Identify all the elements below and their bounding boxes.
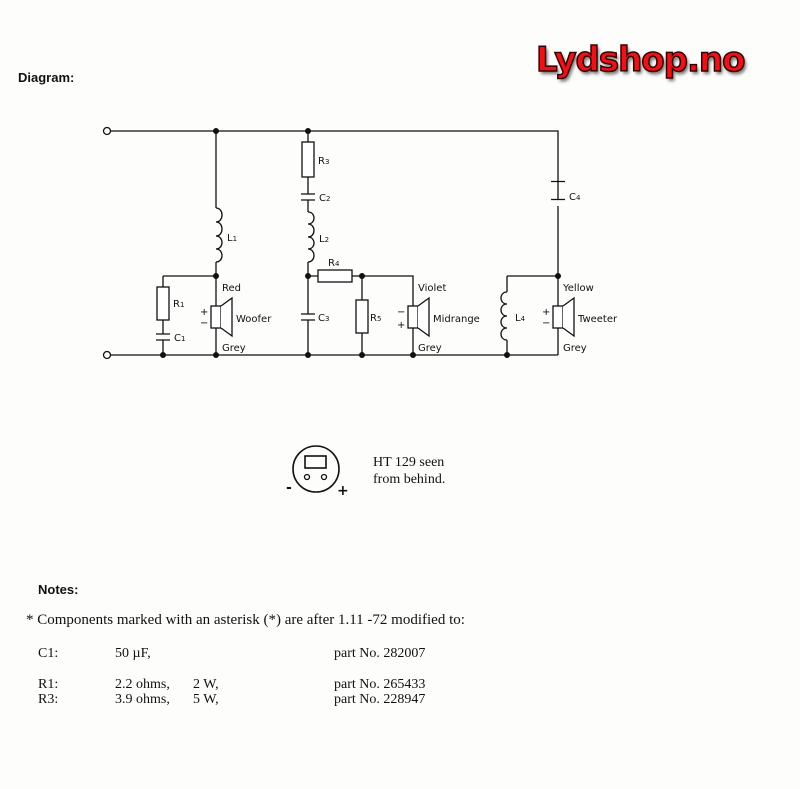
note-ref: R1:: [38, 677, 59, 692]
label-r4: R4: [328, 258, 340, 269]
note-power: 2 W,: [193, 677, 219, 692]
tweeter-bottom-polarity: −: [542, 318, 550, 329]
woofer-speaker-icon: [210, 305, 222, 329]
capacitor-c2: [301, 193, 315, 201]
notes-intro: * Components marked with an asterisk (*)…: [26, 612, 465, 628]
midrange-top-polarity: −: [397, 307, 405, 318]
ht129-terminal-icon: [292, 445, 340, 493]
label-r5: R5: [370, 313, 381, 324]
label-c3: C3: [318, 313, 329, 324]
inductor-l1: [215, 207, 223, 263]
note-part: part No. 265433: [334, 677, 426, 692]
label-r3: R3: [318, 156, 329, 167]
tweeter-bottom-wire: Grey: [563, 343, 587, 354]
input-terminal-bottom: [102, 350, 112, 360]
terminal-minus: -: [286, 480, 292, 496]
label-c1: C1: [174, 333, 185, 344]
woofer-bottom-polarity: −: [200, 318, 208, 329]
notes-heading: Notes:: [38, 582, 79, 597]
midrange-top-wire: Violet: [418, 283, 446, 294]
terminal-plus: +: [337, 483, 349, 499]
note-value: 3.9 ohms,: [115, 692, 170, 707]
capacitor-c1: [156, 333, 170, 341]
terminal-caption-2: from behind.: [373, 472, 445, 487]
note-value: 2.2 ohms,: [115, 677, 170, 692]
note-ref: C1:: [38, 646, 59, 661]
diagram-heading: Diagram:: [18, 70, 75, 85]
inductor-l2: [307, 211, 315, 263]
capacitor-c3: [301, 313, 315, 321]
resistor-r5: [355, 299, 369, 334]
tweeter-speaker-icon: [552, 305, 564, 329]
resistor-r1: [156, 286, 170, 321]
midrange-label: Midrange: [433, 314, 480, 325]
input-terminal-top: [102, 126, 112, 136]
tweeter-label: Tweeter: [577, 314, 618, 325]
note-power: 5 W,: [193, 692, 219, 707]
inductor-l4: [500, 291, 508, 341]
woofer-top-wire: Red: [222, 283, 241, 294]
resistor-r4: [317, 269, 353, 283]
terminal-caption-1: HT 129 seen: [373, 455, 444, 470]
midrange-bottom-wire: Grey: [418, 343, 442, 354]
tweeter-top-wire: Yellow: [562, 283, 594, 294]
label-c2: C2: [319, 193, 330, 204]
lydshop-logo: Lydshop.no: [535, 39, 746, 81]
woofer-top-polarity: +: [200, 307, 208, 318]
label-l2: L2: [319, 234, 329, 245]
woofer-label: Woofer: [236, 314, 272, 325]
tweeter-top-polarity: +: [542, 307, 550, 318]
label-c4: C4: [569, 192, 581, 203]
midrange-bottom-polarity: +: [397, 320, 405, 331]
woofer-bottom-wire: Grey: [222, 343, 246, 354]
label-l1: L1: [227, 233, 237, 244]
label-l4: L4: [515, 313, 526, 324]
note-part: part No. 282007: [334, 646, 426, 661]
junction-dots: [160, 128, 561, 358]
note-part: part No. 228947: [334, 692, 426, 707]
midrange-speaker-icon: [407, 305, 419, 329]
resistor-r3: [301, 141, 315, 178]
note-value: 50 µF,: [115, 646, 151, 661]
label-r1: R1: [173, 299, 184, 310]
top-rail: [111, 130, 559, 276]
note-ref: R3:: [38, 692, 59, 707]
